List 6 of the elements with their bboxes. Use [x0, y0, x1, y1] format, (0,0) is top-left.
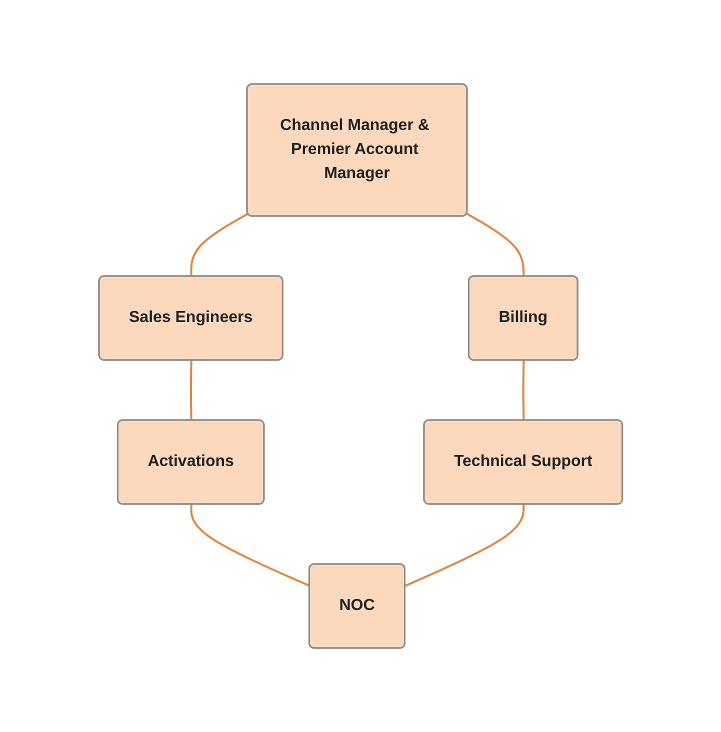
connector — [190, 360, 192, 421]
connector — [466, 212, 524, 277]
connector — [190, 212, 248, 277]
connector — [190, 504, 310, 587]
connector — [404, 504, 524, 587]
connector — [522, 360, 524, 421]
